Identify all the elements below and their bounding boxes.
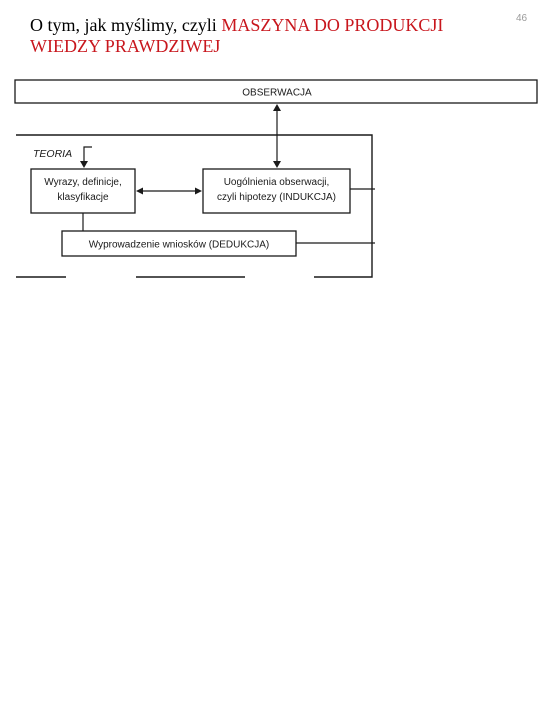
observation-induction-arrow (273, 104, 281, 168)
theory-label: TEORIA (33, 148, 72, 160)
theory-terms-arrow (80, 146, 92, 168)
title-accent-line-1: MASZYNA DO PRODUKCJI (221, 15, 444, 35)
observation-box (14, 79, 538, 104)
induction-line-1: Uogólnienia obserwacji, (224, 177, 330, 188)
deduction-box (61, 230, 297, 257)
slide-title: O tym, jak myślimy, czyli MASZYNA DO PRO… (30, 15, 510, 57)
terms-line-2: klasyfikacje (57, 192, 109, 203)
terms-box (30, 168, 136, 214)
page-number: 46 (516, 13, 528, 24)
deduction-label: Wyprowadzenie wniosków (DEDUKCJA) (89, 240, 270, 251)
terms-line-1: Wyrazy, definicje, (44, 177, 122, 188)
induction-box (202, 168, 351, 214)
title-accent-line-2: WIEDZY PRAWDZIWEJ (30, 36, 221, 56)
observation-label: OBSERWACJA (242, 88, 312, 99)
induction-line-2: czyli hipotezy (INDUKCJA) (217, 192, 336, 203)
terms-induction-arrow (136, 187, 202, 195)
title-lead: O tym, jak myślimy, czyli (30, 15, 222, 35)
theory-frame (16, 134, 373, 278)
